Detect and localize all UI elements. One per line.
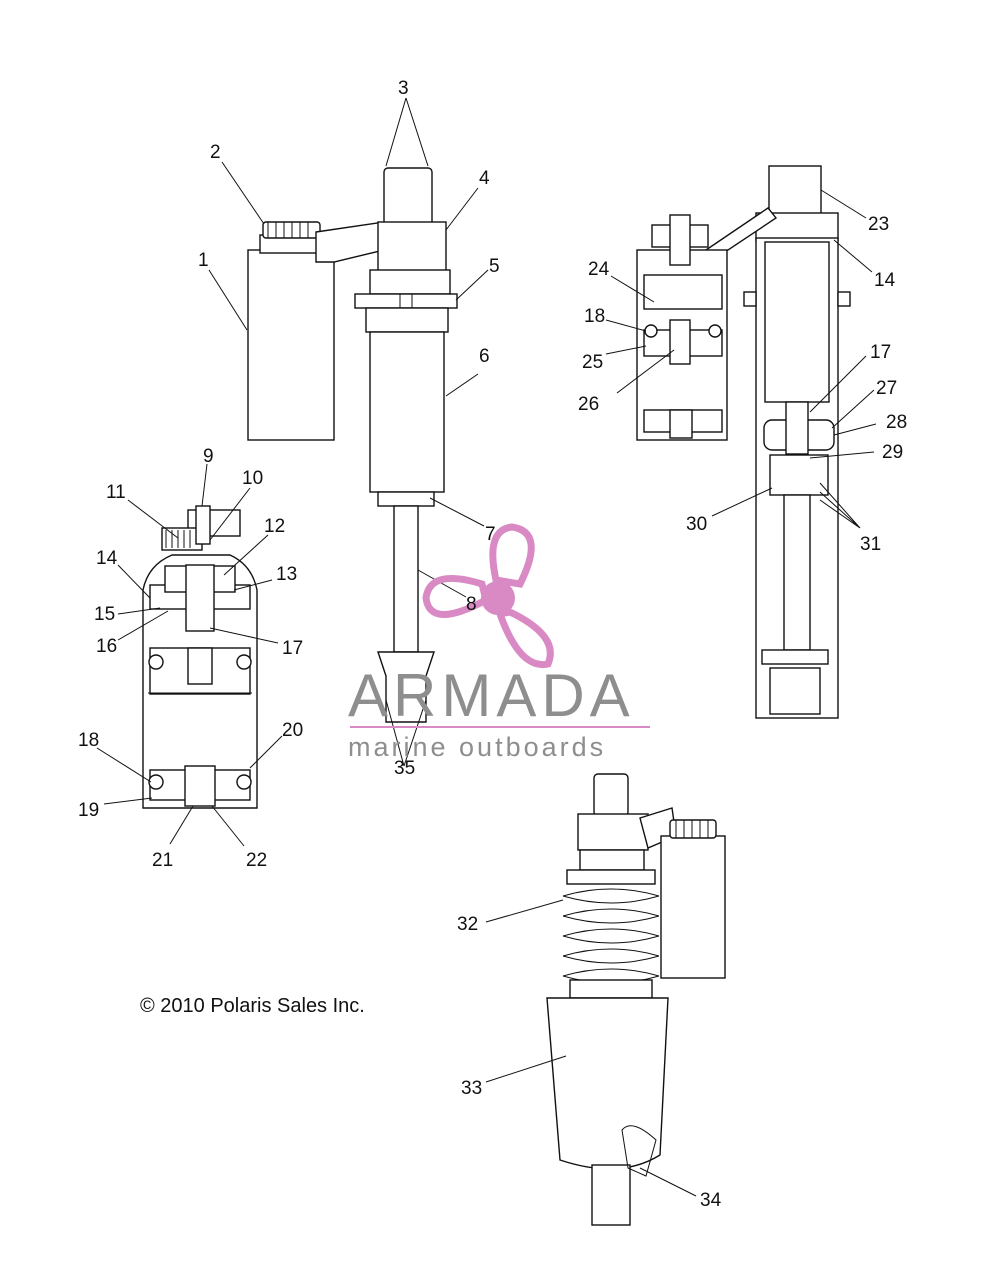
callout-14-left: 14 — [96, 548, 118, 569]
copyright-notice: © 2010 Polaris Sales Inc. — [140, 995, 365, 1017]
propeller-icon — [422, 523, 554, 669]
callout-30: 30 — [686, 514, 707, 535]
callout-1: 1 — [198, 250, 209, 271]
propeller-blade-left — [422, 574, 491, 618]
callout-22: 22 — [246, 850, 267, 871]
callout-3: 3 — [398, 78, 409, 99]
callout-20: 20 — [282, 720, 303, 741]
callout-32: 32 — [457, 914, 478, 935]
callout-17-left: 17 — [282, 638, 303, 659]
callout-labels: 1 2 3 4 5 6 7 8 9 10 11 12 13 14 15 16 1… — [78, 78, 907, 1211]
callout-31: 31 — [860, 534, 881, 555]
callout-10: 10 — [242, 468, 263, 489]
watermark-tagline: marine outboards — [348, 732, 606, 762]
callout-6: 6 — [479, 346, 490, 367]
callout-34: 34 — [700, 1190, 722, 1211]
watermark-brand: ARMADA — [348, 662, 635, 729]
callout-4: 4 — [479, 168, 490, 189]
callout-23: 23 — [868, 214, 889, 235]
callout-15: 15 — [94, 604, 115, 625]
callout-14-right: 14 — [874, 270, 896, 291]
propeller-blade-right — [495, 608, 554, 669]
reservoir-section-left — [142, 505, 258, 809]
callout-29: 29 — [882, 442, 903, 463]
main-shock — [247, 167, 458, 723]
callout-12: 12 — [264, 516, 285, 537]
callout-25: 25 — [582, 352, 603, 373]
callout-18-left: 18 — [78, 730, 99, 751]
callout-19: 19 — [78, 800, 99, 821]
callout-11: 11 — [106, 482, 126, 503]
callout-7: 7 — [485, 524, 496, 545]
callout-5: 5 — [489, 256, 500, 277]
coilover-assembly — [546, 773, 726, 1226]
callout-13: 13 — [276, 564, 297, 585]
callout-27: 27 — [876, 378, 897, 399]
callout-28: 28 — [886, 412, 907, 433]
shock-section-right — [636, 165, 851, 719]
callout-24: 24 — [588, 259, 610, 280]
propeller-hub — [481, 581, 515, 615]
callout-17-right: 17 — [870, 342, 891, 363]
callout-2: 2 — [210, 142, 221, 163]
callout-18-right: 18 — [584, 306, 605, 327]
callout-33: 33 — [461, 1078, 482, 1099]
callout-35: 35 — [394, 758, 415, 779]
callout-21: 21 — [152, 850, 173, 871]
callout-26: 26 — [578, 394, 599, 415]
leader-lines — [96, 97, 877, 1197]
callout-8: 8 — [466, 594, 477, 615]
watermark-logo: ARMADA marine outboards — [348, 523, 650, 762]
callout-9: 9 — [203, 446, 214, 467]
propeller-blade-top — [489, 523, 535, 588]
callout-16: 16 — [96, 636, 117, 657]
